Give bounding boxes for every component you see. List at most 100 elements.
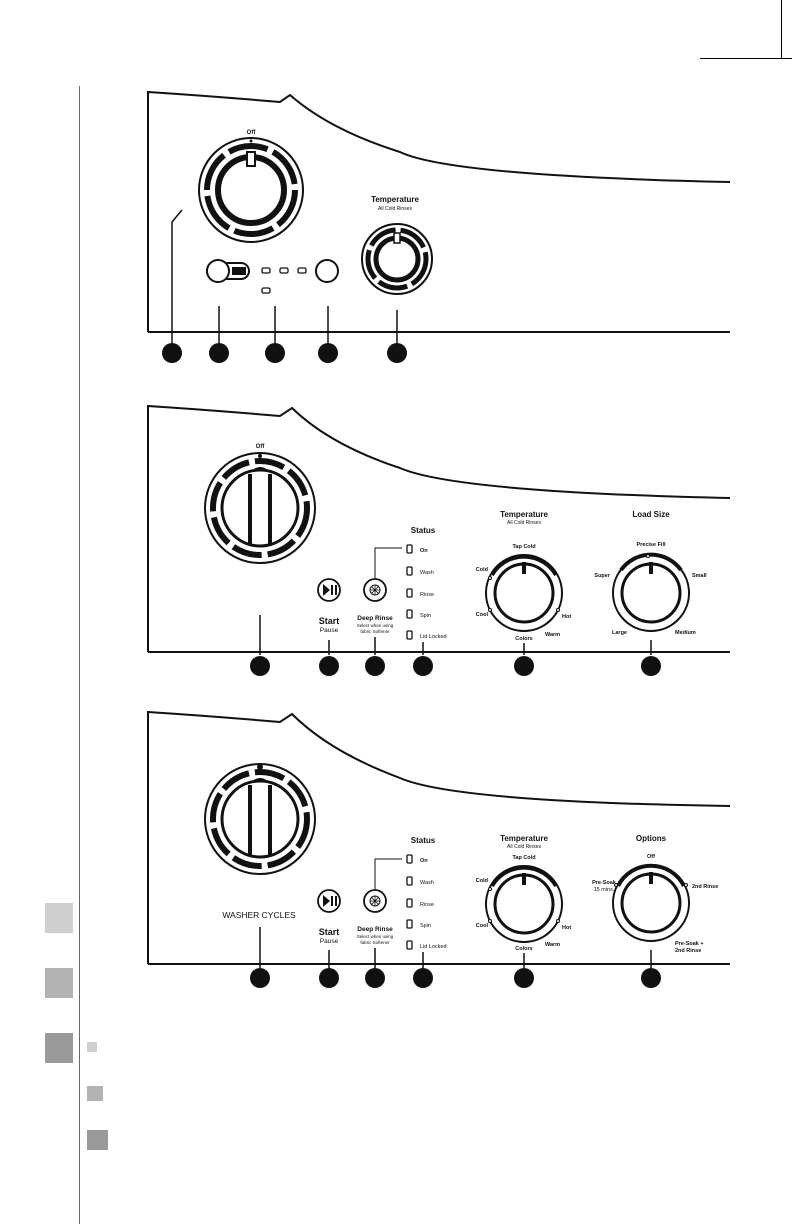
temperature-subtitle: All Cold Rinses xyxy=(507,844,541,850)
start-pause-button[interactable] xyxy=(317,578,341,602)
load-setting-super: Super xyxy=(594,573,610,579)
load-size-knob[interactable] xyxy=(612,552,690,632)
option-setting-2nd-rinse: 2nd Rinse xyxy=(692,884,718,890)
status-title: Status xyxy=(411,526,436,535)
legend-square-1 xyxy=(87,1042,97,1052)
status-title: Status xyxy=(411,836,436,845)
side-rule xyxy=(79,86,80,1224)
temp-setting-colors: Colors xyxy=(515,946,532,952)
deep-rinse-label: Deep Rinse xyxy=(357,615,393,622)
start-pause-button[interactable] xyxy=(317,889,341,913)
section-tab-2 xyxy=(45,968,73,998)
temperature-subtitle: All Cold Rinses xyxy=(378,206,412,212)
callout-dot xyxy=(162,343,182,363)
dial-off-label: Off xyxy=(247,130,257,136)
trim-mark-horizontal xyxy=(700,58,792,59)
status-lights xyxy=(261,267,307,294)
callout-dot xyxy=(514,656,534,676)
callout-dot xyxy=(413,656,433,676)
callout-dot xyxy=(319,968,339,988)
trim-mark-vertical xyxy=(781,0,782,58)
callout-dot xyxy=(250,656,270,676)
temperature-knob[interactable] xyxy=(361,223,433,295)
callout-dot xyxy=(209,343,229,363)
deep-rinse-note: Select when using xyxy=(357,623,394,628)
option-setting-pre-soak-2nd-rinse: 2nd Rinse xyxy=(675,948,701,954)
temp-setting-warm: Warm xyxy=(545,632,560,638)
option-setting-pre-soak-time: 15 mins. xyxy=(594,887,615,893)
temperature-knob[interactable] xyxy=(485,554,563,632)
temp-setting-tap-cold: Tap Cold xyxy=(512,544,535,550)
status-light-label: Lid Locked xyxy=(420,634,447,640)
temp-setting-cold: Cold xyxy=(476,878,488,884)
callout-dot xyxy=(265,343,285,363)
load-setting-small: Small xyxy=(692,573,707,579)
load-setting-precise-fill: Precise Fill xyxy=(636,542,666,548)
legend-square-3 xyxy=(87,1130,108,1150)
status-lights xyxy=(406,544,413,640)
deep-rinse-note: Select when using xyxy=(357,934,394,939)
status-light-label: Lid Locked xyxy=(420,944,447,950)
callout-dot xyxy=(250,968,270,988)
status-light-label: Rinse xyxy=(420,592,434,598)
callout-dot xyxy=(318,343,338,363)
start-label: Start xyxy=(319,927,340,937)
start-label: Start xyxy=(319,616,340,626)
deep-rinse-note: fabric Softener xyxy=(360,629,390,634)
option-setting-pre-soak-2nd-rinse: Pre-Soak + xyxy=(675,941,704,947)
deep-rinse-button[interactable] xyxy=(363,578,387,602)
options-knob[interactable] xyxy=(612,863,690,942)
callout-dot xyxy=(365,968,385,988)
status-light-label: On xyxy=(420,858,428,864)
temperature-title: Temperature xyxy=(500,834,548,843)
callout-dot xyxy=(641,968,661,988)
deep-rinse-note: fabric Softener xyxy=(360,940,390,945)
temp-setting-warm: Warm xyxy=(545,942,560,948)
temp-setting-hot: Hot xyxy=(562,614,571,620)
temp-setting-hot: Hot xyxy=(562,925,571,931)
callout-dot xyxy=(365,656,385,676)
temperature-subtitle: All Cold Rinses xyxy=(507,520,541,526)
temp-setting-cool: Cool xyxy=(476,923,489,929)
temp-setting-colors: Colors xyxy=(515,636,532,642)
option-button[interactable] xyxy=(315,259,339,283)
option-setting-off: Off xyxy=(647,854,655,860)
callout-dot xyxy=(641,656,661,676)
cycle-dial[interactable] xyxy=(204,763,316,875)
callout-dot xyxy=(387,343,407,363)
temperature-knob[interactable] xyxy=(485,865,563,943)
status-lights xyxy=(406,854,413,950)
pause-label: Pause xyxy=(320,938,339,945)
load-size-title: Load Size xyxy=(632,510,670,519)
status-light-label: Rinse xyxy=(420,902,434,908)
callout-dot xyxy=(319,656,339,676)
temperature-title: Temperature xyxy=(500,510,548,519)
status-light-label: Wash xyxy=(420,570,434,576)
callout-dot xyxy=(413,968,433,988)
callout-dot xyxy=(514,968,534,988)
cycle-dial[interactable]: Off xyxy=(204,444,316,564)
status-light-label: On xyxy=(420,548,428,554)
temp-setting-cold: Cold xyxy=(476,567,488,573)
deep-rinse-button[interactable] xyxy=(363,889,387,913)
section-tab-3 xyxy=(45,1033,73,1063)
load-setting-medium: Medium xyxy=(675,630,696,636)
dial-off-label: Off xyxy=(256,444,266,450)
deep-rinse-label: Deep Rinse xyxy=(357,926,393,933)
temperature-title: Temperature xyxy=(371,195,419,204)
option-setting-pre-soak: Pre-Soak xyxy=(592,880,617,886)
status-light-label: Spin xyxy=(420,923,431,929)
start-button[interactable] xyxy=(206,259,250,283)
control-panel-2: Off Start Pause Deep Rinse Select when u… xyxy=(147,404,731,676)
legend-square-2 xyxy=(87,1086,103,1101)
cycle-dial[interactable]: Off xyxy=(198,130,304,243)
washer-cycles-label: WASHER CYCLES xyxy=(222,910,296,920)
options-title: Options xyxy=(636,834,667,843)
temp-setting-cool: Cool xyxy=(476,612,489,618)
control-panel-1: Off Temperature All Cold Rinses xyxy=(147,90,731,363)
section-tab-1 xyxy=(45,903,73,933)
status-light-label: Spin xyxy=(420,613,431,619)
temp-setting-tap-cold: Tap Cold xyxy=(512,855,535,861)
load-setting-large: Large xyxy=(612,630,627,636)
status-light-label: Wash xyxy=(420,880,434,886)
